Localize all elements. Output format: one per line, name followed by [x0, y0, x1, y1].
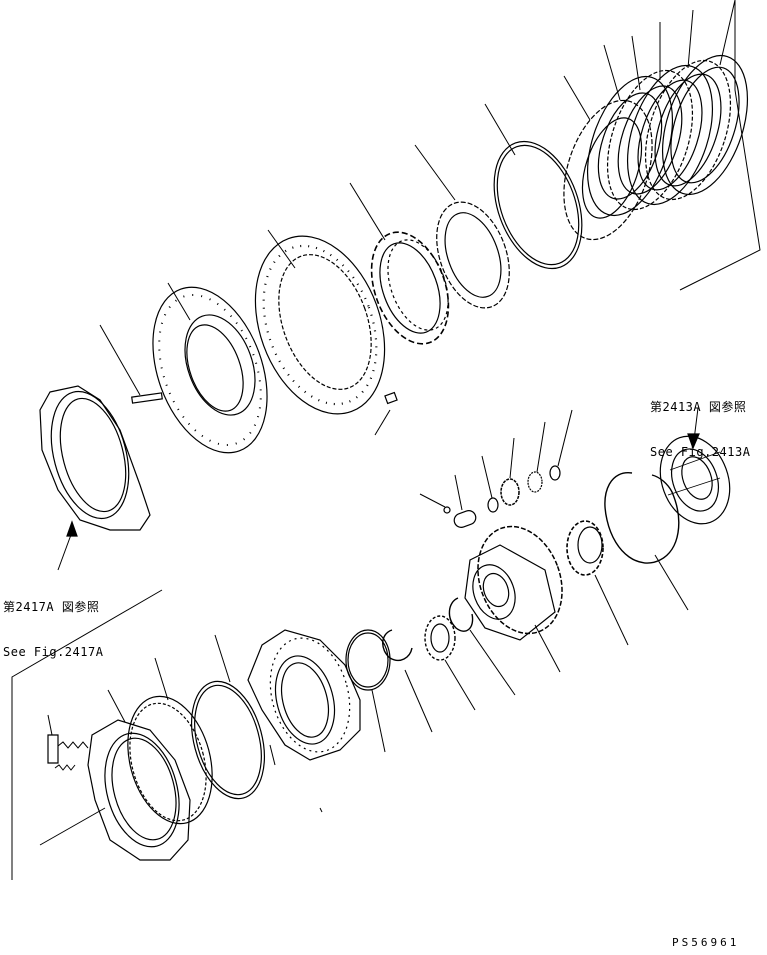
planet-carrier — [464, 515, 577, 646]
seal-plate — [115, 687, 226, 833]
retainer-flange-upper — [38, 383, 150, 530]
ball — [444, 507, 450, 513]
reference-2417a-jp: 第2417A 図参照 — [3, 600, 100, 614]
washer-small-1 — [550, 466, 560, 480]
piston-plate — [132, 271, 289, 468]
housing-flange — [248, 629, 362, 761]
reference-2417a-en: See Fig.2417A — [3, 645, 104, 659]
spline-hub — [357, 222, 462, 355]
end-plate — [647, 45, 764, 205]
group-bracket-lower — [12, 590, 162, 880]
reference-arrow-2417a — [58, 522, 77, 570]
snap-ring-large — [478, 129, 598, 280]
group-bracket-upper — [680, 0, 760, 290]
clutch-disc-3 — [592, 60, 709, 220]
o-ring-large — [180, 673, 277, 807]
leader-lines-lower-right — [372, 555, 688, 752]
leader-lines-upper — [100, 0, 735, 435]
snap-ring-small — [449, 598, 472, 631]
retainer-flange-lower — [88, 720, 191, 860]
pin-small — [452, 509, 477, 530]
leader-lines-small-parts — [420, 410, 572, 510]
plug — [385, 393, 397, 404]
clutch-housing-plate — [232, 218, 408, 432]
spring-pin — [48, 735, 88, 770]
pinion-gear — [567, 521, 603, 575]
reference-2413a-en: See Fig.2413A — [650, 445, 751, 459]
clutch-plate-stack — [548, 45, 764, 251]
drawing-code: PS56961 — [672, 936, 740, 949]
toothed-plate — [423, 192, 523, 318]
reference-label-2413a: 第2413A 図参照 See Fig.2413A — [650, 370, 750, 475]
needle-bearing-small — [528, 472, 542, 492]
reference-arrow-2413a — [688, 408, 699, 448]
reference-label-2417a: 第2417A 図参照 See Fig.2417A — [3, 570, 103, 675]
clutch-disc-4 — [612, 55, 729, 215]
reference-2413a-jp: 第2413A 図参照 — [650, 400, 747, 414]
snap-ring-right — [605, 473, 679, 563]
clutch-disc-2 — [572, 66, 689, 226]
washer-small-2 — [488, 498, 498, 512]
dowel-pin — [132, 393, 163, 403]
lower-middle-parts — [346, 598, 473, 690]
clutch-disc-1 — [548, 89, 669, 251]
small-parts — [444, 466, 560, 529]
clutch-disc-5 — [630, 50, 747, 210]
planet-pinion-small — [501, 479, 519, 505]
needle-bearing — [425, 616, 455, 660]
seal-ring — [346, 630, 390, 690]
bearing — [649, 426, 742, 533]
leader-lines-lower-left — [40, 635, 322, 845]
